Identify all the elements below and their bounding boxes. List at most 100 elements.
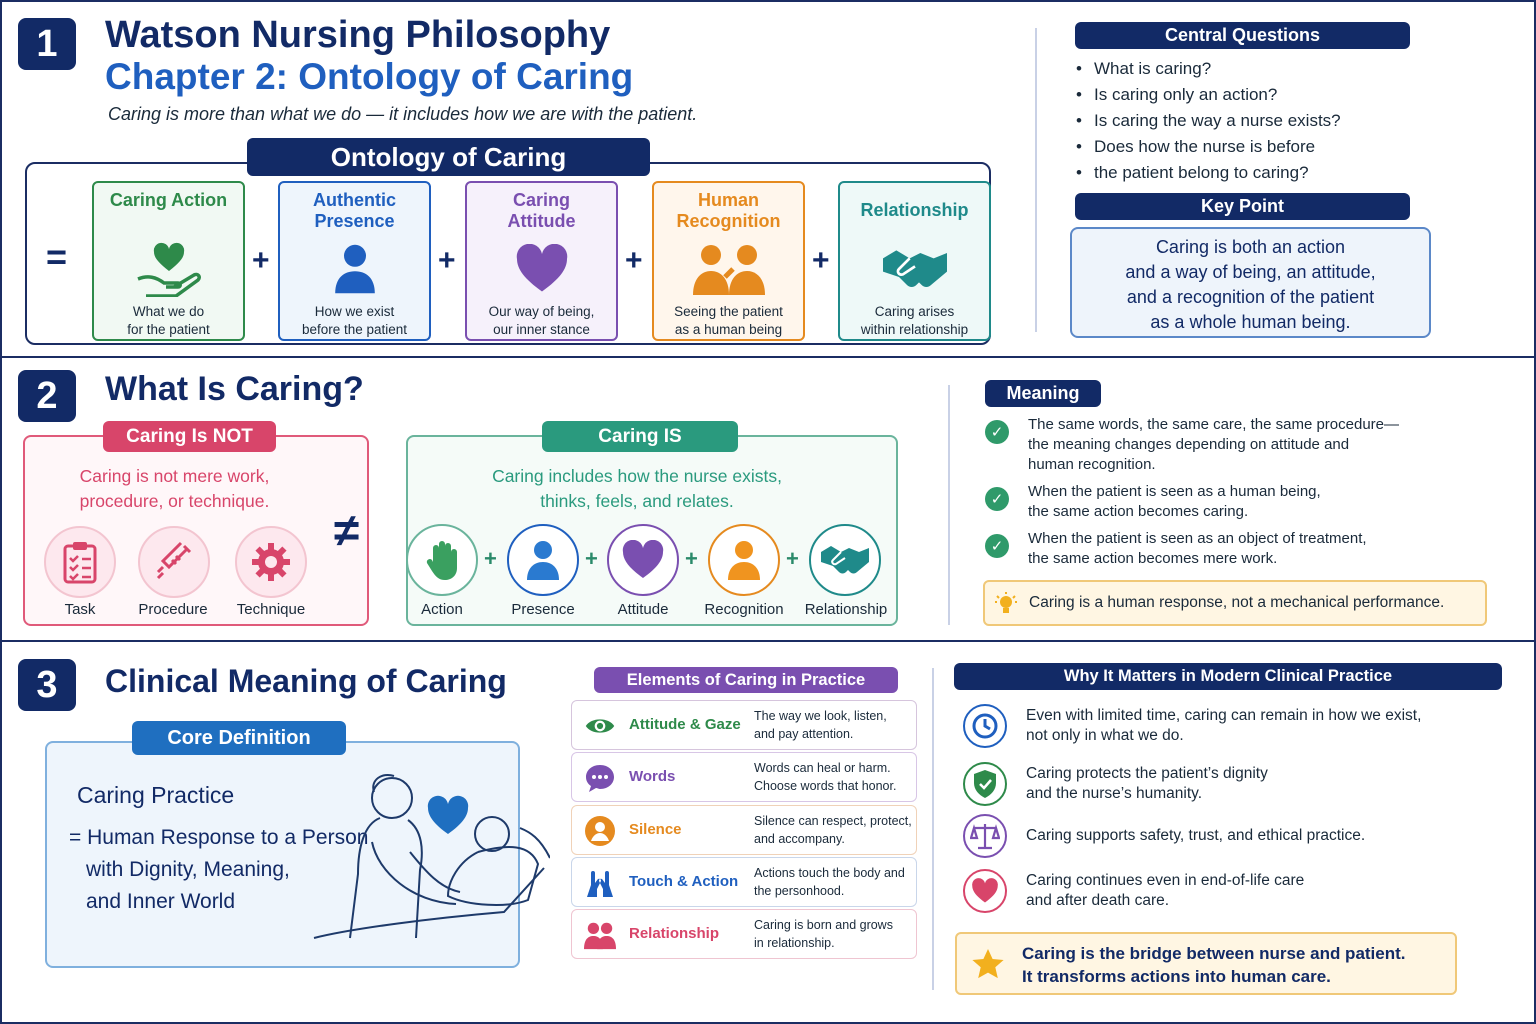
why-point: Even with limited time, caring can remai… xyxy=(1026,706,1421,746)
element-desc-line: and pay attention. xyxy=(754,727,854,741)
element-desc: Caring is born and grows in relationship… xyxy=(754,916,916,952)
lightbulb-icon xyxy=(995,592,1017,621)
element-name: Words xyxy=(629,768,676,785)
card-title-line: Authentic xyxy=(313,190,396,210)
element-name: Silence xyxy=(629,821,682,838)
element-desc: Actions touch the body and the personhoo… xyxy=(754,864,916,900)
section-number-3: 3 xyxy=(18,659,76,711)
card-desc-line: before the patient xyxy=(301,322,408,337)
question-item-cont: the patient belong to caring? xyxy=(1076,160,1341,186)
section3-title: Clinical Meaning of Caring xyxy=(105,663,507,699)
handshake-icon xyxy=(809,524,881,596)
ontology-card-desc: What we do for the patient xyxy=(94,303,243,339)
question-item: What is caring? xyxy=(1076,56,1341,82)
not-item-label: Task xyxy=(64,601,96,618)
callout-text: Caring is a human response, not a mechan… xyxy=(1029,594,1445,611)
page-title: Watson Nursing Philosophy xyxy=(105,14,611,56)
ontology-card-desc: Our way of being, our inner stance xyxy=(467,303,616,339)
heart-hand-icon xyxy=(94,239,243,299)
nurse-patient-illustration xyxy=(313,774,550,939)
handshake-icon xyxy=(840,239,989,299)
check-icon: ✓ xyxy=(985,534,1009,558)
card-title-line: Relationship xyxy=(860,200,969,220)
card-desc-line: our inner stance xyxy=(493,322,590,337)
meaning-line: the same action becomes mere work. xyxy=(1028,550,1278,567)
vertical-divider-1 xyxy=(1035,28,1037,332)
two-people-icon xyxy=(654,239,803,299)
meaning-line: the meaning changes depending on attitud… xyxy=(1028,436,1350,453)
element-desc-line: Words can heal or harm. xyxy=(754,761,891,775)
is-item-label: Action xyxy=(421,601,463,618)
caring-is-text: Caring includes how the nurse exists, th… xyxy=(406,464,868,514)
clock-icon xyxy=(963,704,1007,748)
card-title-line: Attitude xyxy=(507,211,576,231)
is-item-label: Recognition xyxy=(704,601,784,618)
section-divider-2 xyxy=(0,640,1536,642)
speech-bubble-icon xyxy=(584,762,616,794)
why-line: not only in what we do. xyxy=(1026,727,1184,744)
why-banner: Why It Matters in Modern Clinical Practi… xyxy=(954,663,1502,690)
key-point-line: Caring is both an action xyxy=(1155,237,1346,257)
core-lines: = Human Response to a Person with Dignit… xyxy=(69,822,368,918)
not-item-label: Procedure xyxy=(138,601,208,618)
element-name: Touch & Action xyxy=(629,873,739,890)
element-desc-line: Actions touch the body and xyxy=(754,866,905,880)
central-questions-banner: Central Questions xyxy=(1075,22,1410,49)
shield-icon xyxy=(963,762,1007,806)
question-item: Does how the nurse is before xyxy=(1076,134,1341,160)
central-questions-list: What is caring? Is caring only an action… xyxy=(1076,56,1341,186)
element-desc: Silence can respect, protect, and accomp… xyxy=(754,812,916,848)
person-icon xyxy=(507,524,579,596)
not-equal-sign: ≠ xyxy=(334,504,360,556)
ontology-card-desc: How we exist before the patient xyxy=(280,303,429,339)
why-point: Caring continues even in end-of-life car… xyxy=(1026,871,1304,911)
why-line: and the nurse’s humanity. xyxy=(1026,785,1203,802)
hands-icon xyxy=(584,867,616,899)
meaning-line: human recognition. xyxy=(1028,456,1156,473)
card-desc-line: within relationship xyxy=(860,322,969,337)
bridge-text: Caring is the bridge between nurse and p… xyxy=(1022,942,1406,988)
gear-icon xyxy=(235,526,307,598)
scales-icon xyxy=(963,814,1007,858)
card-title-line: Recognition xyxy=(676,211,781,231)
element-desc-line: in relationship. xyxy=(754,936,835,950)
meaning-point: When the patient is seen as a human bein… xyxy=(1028,482,1321,522)
why-line: and after death care. xyxy=(1026,892,1170,909)
callout-box: Caring is a human response, not a mechan… xyxy=(983,580,1487,626)
meaning-line: the same action becomes caring. xyxy=(1028,503,1249,520)
why-line: Caring supports safety, trust, and ethic… xyxy=(1026,827,1366,844)
is-text-line: thinks, feels, and relates. xyxy=(540,491,734,511)
card-desc-line: Our way of being, xyxy=(488,304,595,319)
meaning-banner: Meaning xyxy=(985,380,1101,407)
eye-icon xyxy=(584,710,616,742)
why-line: Even with limited time, caring can remai… xyxy=(1026,707,1422,724)
ontology-card-title: Authentic Presence xyxy=(280,190,429,232)
element-row: Silence Silence can respect, protect, an… xyxy=(571,805,917,855)
card-desc-line: for the patient xyxy=(127,322,210,337)
why-line: Caring protects the patient’s dignity xyxy=(1026,765,1268,782)
person-icon xyxy=(708,524,780,596)
is-item-label: Presence xyxy=(511,601,575,618)
bridge-line: Caring is the bridge between nurse and p… xyxy=(1022,944,1406,963)
ontology-card-title: Caring Attitude xyxy=(467,190,616,232)
element-row: Attitude & Gaze The way we look, listen,… xyxy=(571,700,917,750)
ontology-card: Caring Action What we do for the patient xyxy=(92,181,245,341)
card-desc-line: How we exist xyxy=(314,304,395,319)
why-line: Caring continues even in end-of-life car… xyxy=(1026,872,1305,889)
plus-sign: + xyxy=(685,546,698,571)
card-title-line: Human xyxy=(697,190,759,210)
is-text-line: Caring includes how the nurse exists, xyxy=(492,466,782,486)
ontology-card: Relationship Caring arises within relati… xyxy=(838,181,991,341)
heart-icon xyxy=(607,524,679,596)
ontology-card: Human Recognition Seeing the patient as … xyxy=(652,181,805,341)
plus-sign: + xyxy=(786,546,799,571)
element-desc-line: Choose words that honor. xyxy=(754,779,897,793)
key-point-line: and a recognition of the patient xyxy=(1126,287,1375,307)
silence-person-icon xyxy=(584,815,616,847)
is-item-label: Attitude xyxy=(617,601,669,618)
tagline: Caring is more than what we do — it incl… xyxy=(108,104,698,124)
equals-sign: = xyxy=(46,236,68,277)
key-point-box: Caring is both an action and a way of be… xyxy=(1070,227,1431,338)
vertical-divider-3 xyxy=(932,668,934,990)
clipboard-icon xyxy=(44,526,116,598)
